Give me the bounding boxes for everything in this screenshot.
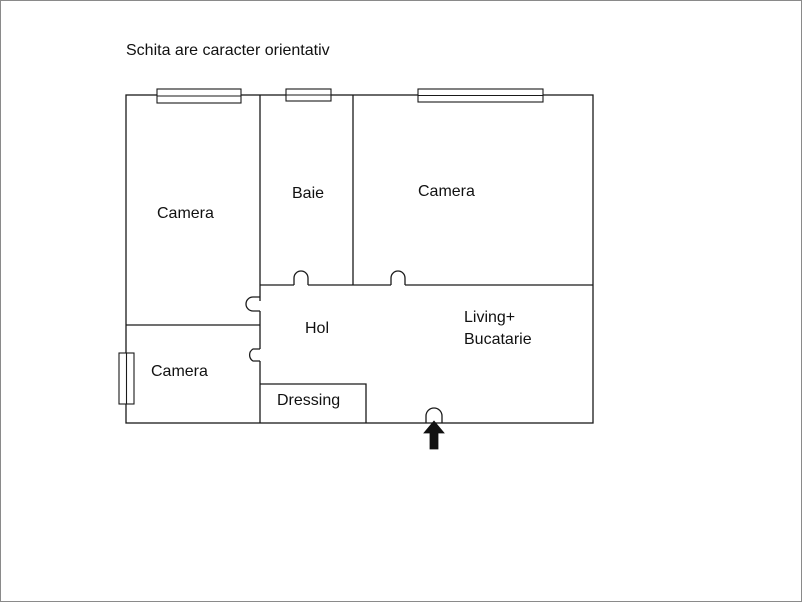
room-label-living-line1: Living+ bbox=[464, 309, 516, 326]
disclaimer-note: Schita are caracter orientativ bbox=[126, 42, 330, 59]
door-camera-left-top bbox=[245, 296, 260, 312]
door-camera-left-bottom bbox=[249, 348, 260, 362]
door-camera-right bbox=[390, 270, 406, 285]
door-baie bbox=[293, 270, 309, 285]
room-label-baie: Baie bbox=[292, 185, 325, 202]
outer-wall bbox=[125, 94, 594, 424]
room-label-camera-left-bottom: Camera bbox=[151, 363, 208, 380]
room-label-camera-left-top: Camera bbox=[157, 205, 214, 222]
room-label-dressing: Dressing bbox=[277, 392, 341, 409]
door-entrance bbox=[425, 407, 443, 423]
room-label-camera-right: Camera bbox=[418, 183, 475, 200]
entrance-arrow-icon bbox=[423, 420, 445, 450]
dressing-wall bbox=[260, 383, 367, 423]
windows bbox=[118, 88, 544, 405]
room-label-living-line2: Bucatarie bbox=[464, 331, 532, 348]
walls bbox=[125, 94, 594, 424]
room-label-hol: Hol bbox=[305, 320, 330, 337]
